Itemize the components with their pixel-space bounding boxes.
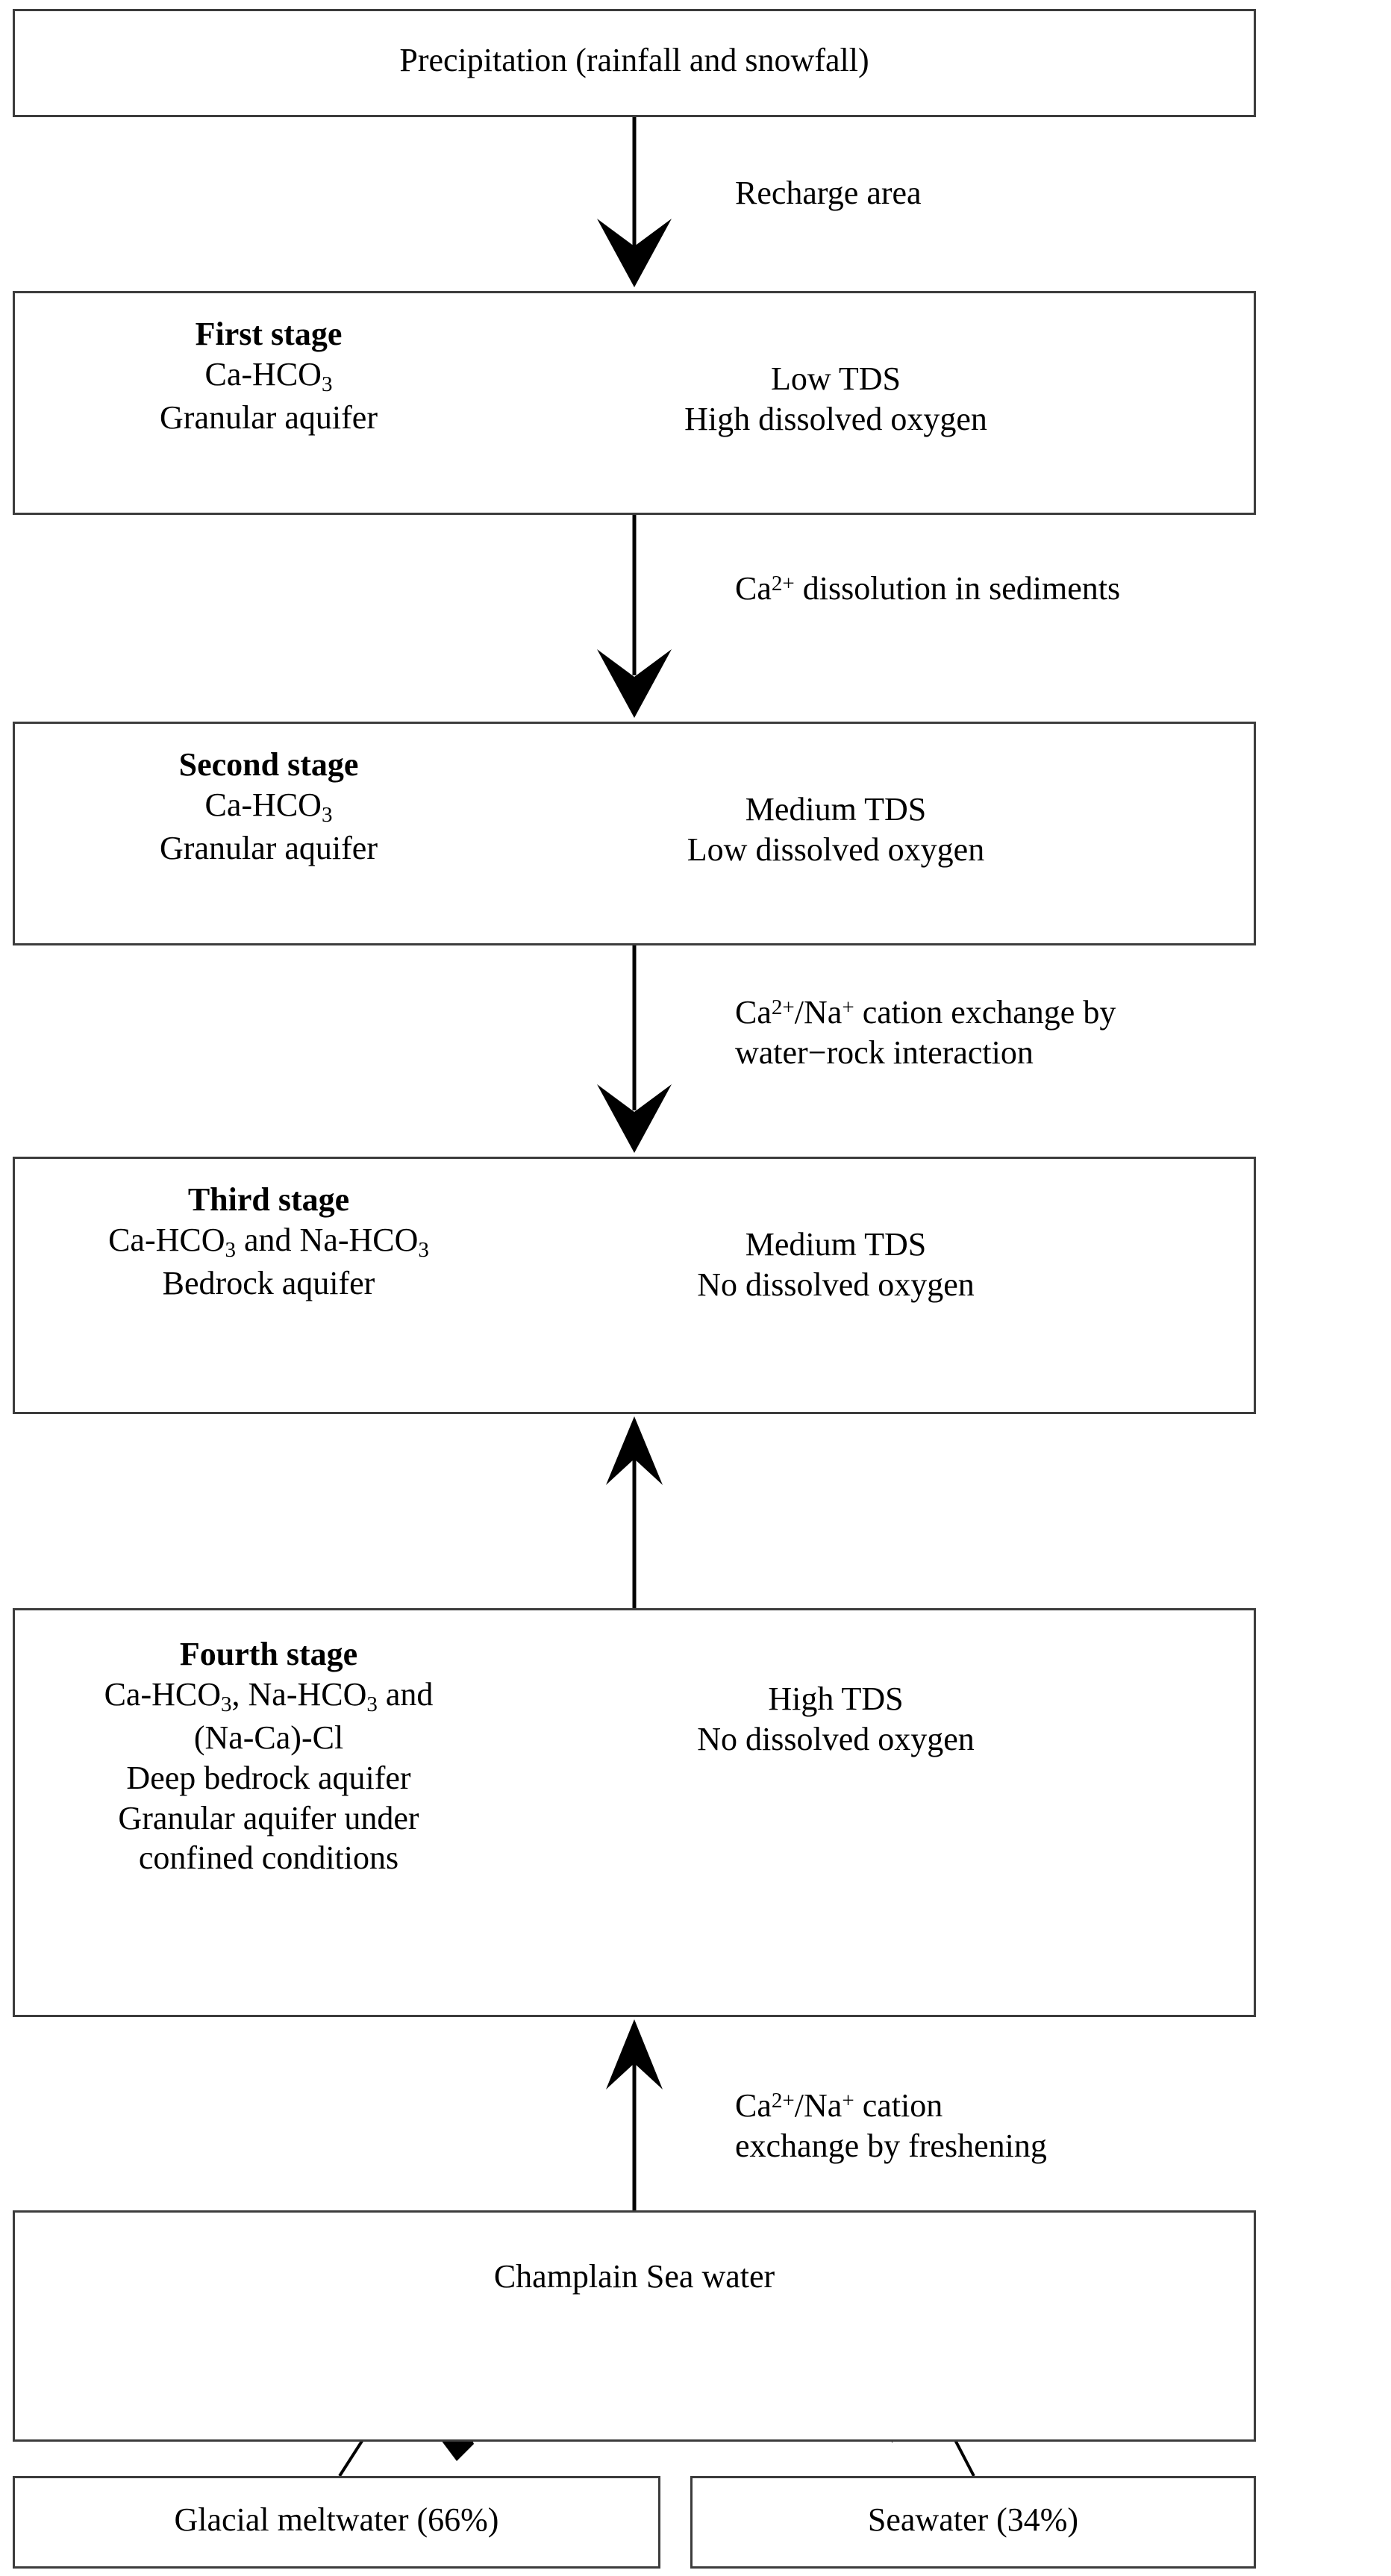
first-stage-aquifer-type: Granular aquifer bbox=[160, 399, 378, 437]
arrow-fourth-to-third-stage bbox=[606, 1416, 663, 1608]
first-stage-tds: Low TDS bbox=[771, 360, 901, 397]
first-stage-right-column: Low TDS High dissolved oxygen bbox=[582, 359, 1090, 439]
third-stage-oxygen: No dissolved oxygen bbox=[697, 1266, 975, 1303]
node-glacial-meltwater[interactable]: Glacial meltwater (66%) bbox=[13, 2476, 660, 2569]
edge-label-cation-exchange-freshening: Ca2+/Na+ cation exchange by freshening bbox=[735, 2087, 1047, 2164]
first-stage-oxygen: High dissolved oxygen bbox=[684, 400, 987, 437]
arrow-precipitation-to-first-stage bbox=[597, 117, 672, 287]
node-second-stage[interactable]: Second stage Ca-HCO3 Granular aquifer Me… bbox=[13, 722, 1256, 945]
fourth-stage-tds: High TDS bbox=[768, 1681, 904, 1717]
first-stage-title: First stage bbox=[195, 316, 343, 352]
fourth-stage-right-column: High TDS No dissolved oxygen bbox=[582, 1679, 1090, 1759]
precipitation-label: Precipitation (rainfall and snowfall) bbox=[399, 42, 869, 78]
fourth-stage-left-column: Fourth stage Ca-HCO3, Na-HCO3 and (Na-Ca… bbox=[15, 1634, 522, 1878]
third-stage-right-column: Medium TDS No dissolved oxygen bbox=[582, 1225, 1090, 1304]
third-stage-tds: Medium TDS bbox=[745, 1226, 927, 1263]
node-third-stage[interactable]: Third stage Ca-HCO3 and Na-HCO3 Bedrock … bbox=[13, 1157, 1256, 1414]
second-stage-aquifer-type: Granular aquifer bbox=[160, 830, 378, 867]
seawater-label: Seawater (34%) bbox=[867, 2501, 1079, 2538]
second-stage-left-column: Second stage Ca-HCO3 Granular aquifer bbox=[15, 745, 522, 869]
second-stage-water-type: Ca-HCO3 bbox=[204, 786, 333, 827]
fourth-stage-aquifer-type-3: confined conditions bbox=[138, 1839, 399, 1877]
fourth-stage-aquifer-type-2: Granular aquifer under bbox=[118, 1799, 419, 1836]
fourth-stage-water-type: Ca-HCO3, Na-HCO3 and bbox=[104, 1675, 434, 1716]
edge-label-ca-dissolution: Ca2+ dissolution in sediments bbox=[735, 570, 1121, 607]
node-precipitation[interactable]: Precipitation (rainfall and snowfall) bbox=[13, 9, 1256, 117]
third-stage-left-column: Third stage Ca-HCO3 and Na-HCO3 Bedrock … bbox=[15, 1180, 522, 1304]
champlain-sea-water-label: Champlain Sea water bbox=[493, 2258, 775, 2295]
node-champlain-sea-water[interactable]: Champlain Sea water bbox=[13, 2210, 1256, 2442]
node-fourth-stage[interactable]: Fourth stage Ca-HCO3, Na-HCO3 and (Na-Ca… bbox=[13, 1608, 1256, 2017]
third-stage-title: Third stage bbox=[187, 1181, 350, 1218]
second-stage-right-column: Medium TDS Low dissolved oxygen bbox=[582, 790, 1090, 869]
second-stage-oxygen: Low dissolved oxygen bbox=[687, 831, 985, 868]
first-stage-water-type: Ca-HCO3 bbox=[204, 355, 333, 396]
third-stage-water-type: Ca-HCO3 and Na-HCO3 bbox=[108, 1221, 429, 1262]
edge-label-cation-exchange-water-rock: Ca2+/Na+ cation exchange by water−rock i… bbox=[735, 994, 1116, 1071]
fourth-stage-oxygen: No dissolved oxygen bbox=[697, 1720, 975, 1757]
arrow-first-to-second-stage bbox=[597, 515, 672, 718]
fourth-stage-title: Fourth stage bbox=[179, 1636, 358, 1672]
fourth-stage-aquifer-type-1: Deep bedrock aquifer bbox=[126, 1759, 411, 1796]
second-stage-title: Second stage bbox=[178, 746, 359, 783]
arrow-second-to-third-stage bbox=[597, 945, 672, 1153]
arrow-champlain-to-fourth-stage bbox=[606, 2019, 663, 2210]
first-stage-left-column: First stage Ca-HCO3 Granular aquifer bbox=[15, 314, 522, 438]
node-seawater[interactable]: Seawater (34%) bbox=[690, 2476, 1256, 2569]
edge-label-recharge-area: Recharge area bbox=[735, 175, 922, 211]
second-stage-tds: Medium TDS bbox=[745, 791, 927, 828]
third-stage-aquifer-type: Bedrock aquifer bbox=[162, 1265, 375, 1302]
node-first-stage[interactable]: First stage Ca-HCO3 Granular aquifer Low… bbox=[13, 291, 1256, 515]
glacial-meltwater-label: Glacial meltwater (66%) bbox=[174, 2501, 499, 2538]
fourth-stage-water-type-2: (Na-Ca)-Cl bbox=[193, 1719, 344, 1757]
